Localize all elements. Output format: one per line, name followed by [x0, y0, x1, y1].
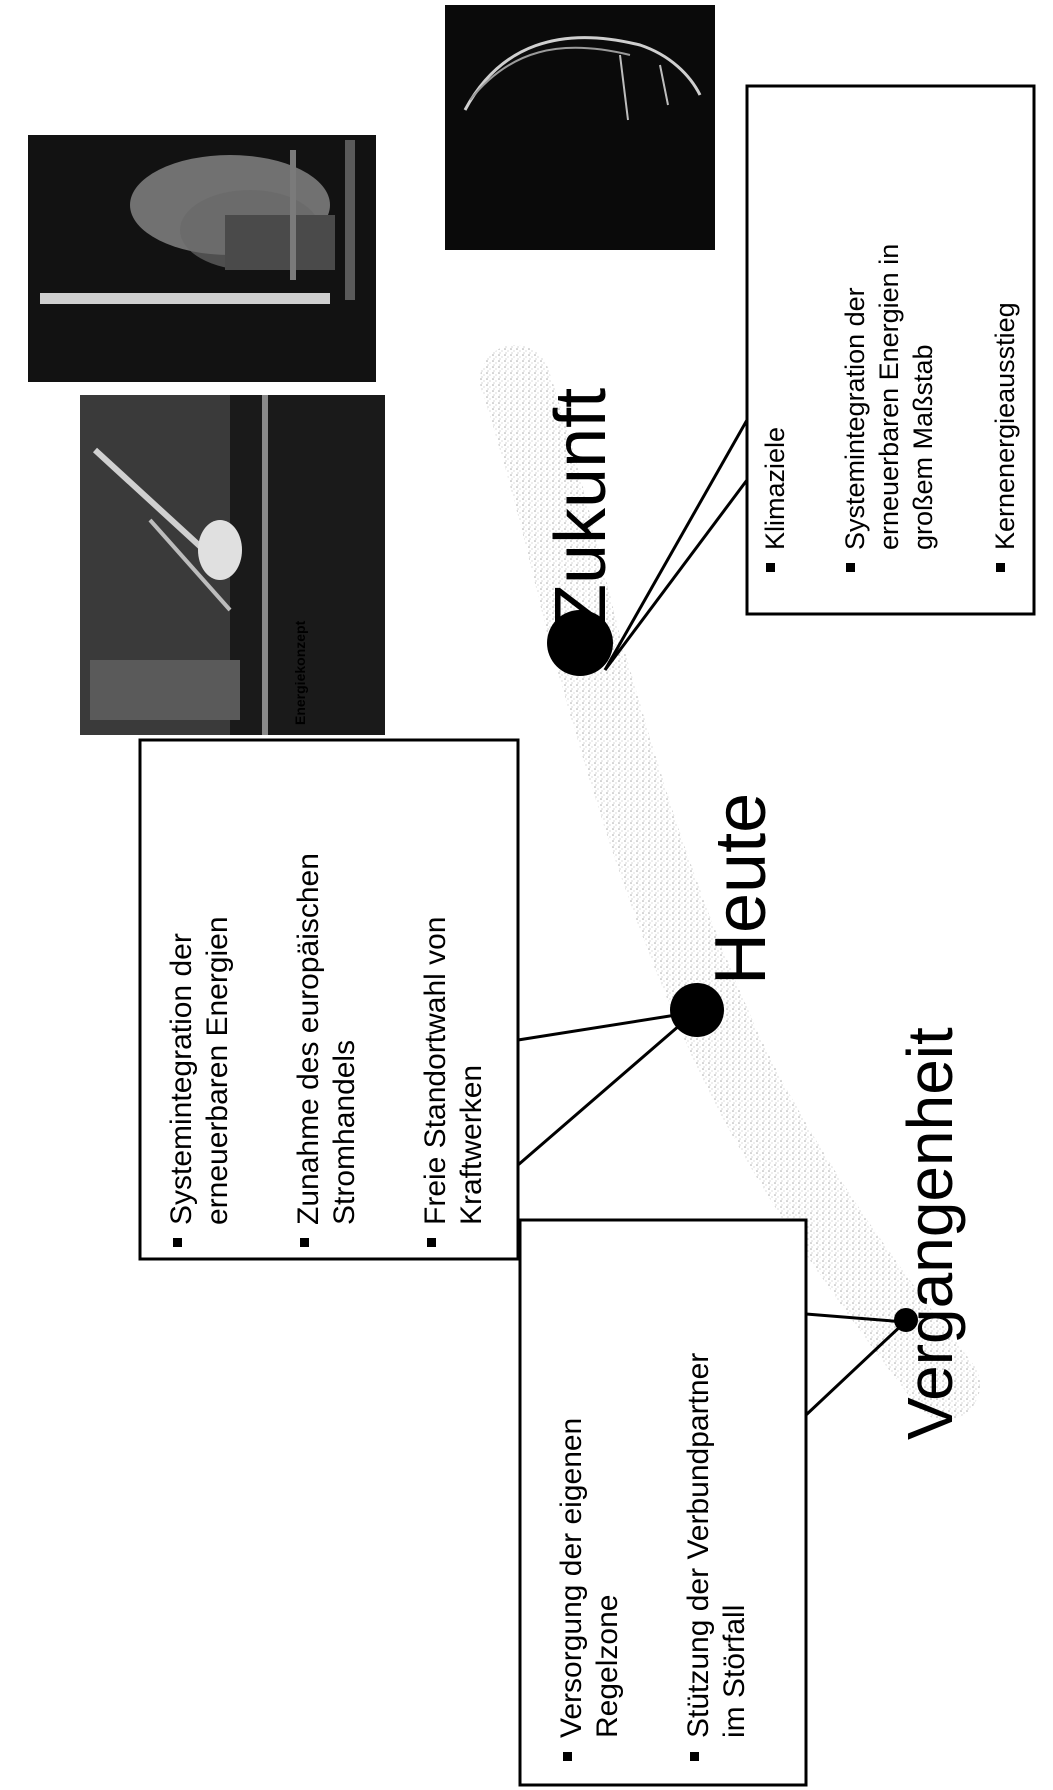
- future-box: [745, 84, 1036, 616]
- list-item: Freie Standortwahl von: [419, 917, 452, 1226]
- square-bullet-icon: [766, 563, 775, 572]
- future-dot-icon: [547, 610, 613, 676]
- list-item: erneuerbaren Energien in: [874, 244, 904, 550]
- square-bullet-icon: [427, 1238, 436, 1247]
- list-item: im Störfall: [718, 1605, 751, 1738]
- brochure-photo: Energiekonzept: [80, 395, 385, 735]
- today-bullets: Systemintegration der erneuerbaren Energ…: [165, 853, 488, 1247]
- today-box: [138, 738, 520, 1261]
- square-bullet-icon: [173, 1238, 182, 1247]
- today-label: Heute: [701, 793, 781, 985]
- list-item: großem Maßstab: [908, 344, 938, 550]
- list-item: Regelzone: [591, 1595, 624, 1738]
- square-bullet-icon: [846, 563, 855, 572]
- power-plant-photo: [28, 135, 376, 382]
- square-bullet-icon: [690, 1752, 699, 1761]
- list-item: Kernenergieausstieg: [990, 302, 1020, 550]
- today-dot-icon: [670, 983, 724, 1037]
- square-bullet-icon: [996, 563, 1005, 572]
- list-item: Systemintegration der: [165, 933, 198, 1225]
- past-label: Vergangenheit: [894, 1027, 966, 1440]
- past-connector: [804, 1312, 907, 1417]
- list-item: Kraftwerken: [455, 1065, 488, 1225]
- list-item: Zunahme des europäischen: [292, 853, 325, 1225]
- list-item: Stützung der Verbundpartner: [682, 1353, 715, 1738]
- wind-turbine-photo: [445, 5, 715, 250]
- list-item: Systemintegration der: [840, 287, 870, 550]
- timeline-path: [480, 345, 980, 1420]
- future-bullets: Klimaziele Systemintegration der erneuer…: [760, 244, 1020, 572]
- future-label: Zukunft: [541, 388, 621, 628]
- list-item: Klimaziele: [760, 427, 790, 550]
- list-item: erneuerbaren Energien: [201, 916, 234, 1225]
- square-bullet-icon: [300, 1238, 309, 1247]
- past-box: [518, 1218, 808, 1787]
- brochure-caption: Energiekonzept: [292, 620, 308, 725]
- list-item: Stromhandels: [328, 1040, 361, 1225]
- list-item: Versorgung der eigenen: [555, 1418, 588, 1738]
- today-connector: [517, 1010, 696, 1167]
- future-connector: [603, 419, 749, 671]
- past-dot-icon: [894, 1308, 918, 1332]
- past-bullets: Versorgung der eigenen Regelzone Stützun…: [555, 1353, 751, 1761]
- square-bullet-icon: [563, 1752, 572, 1761]
